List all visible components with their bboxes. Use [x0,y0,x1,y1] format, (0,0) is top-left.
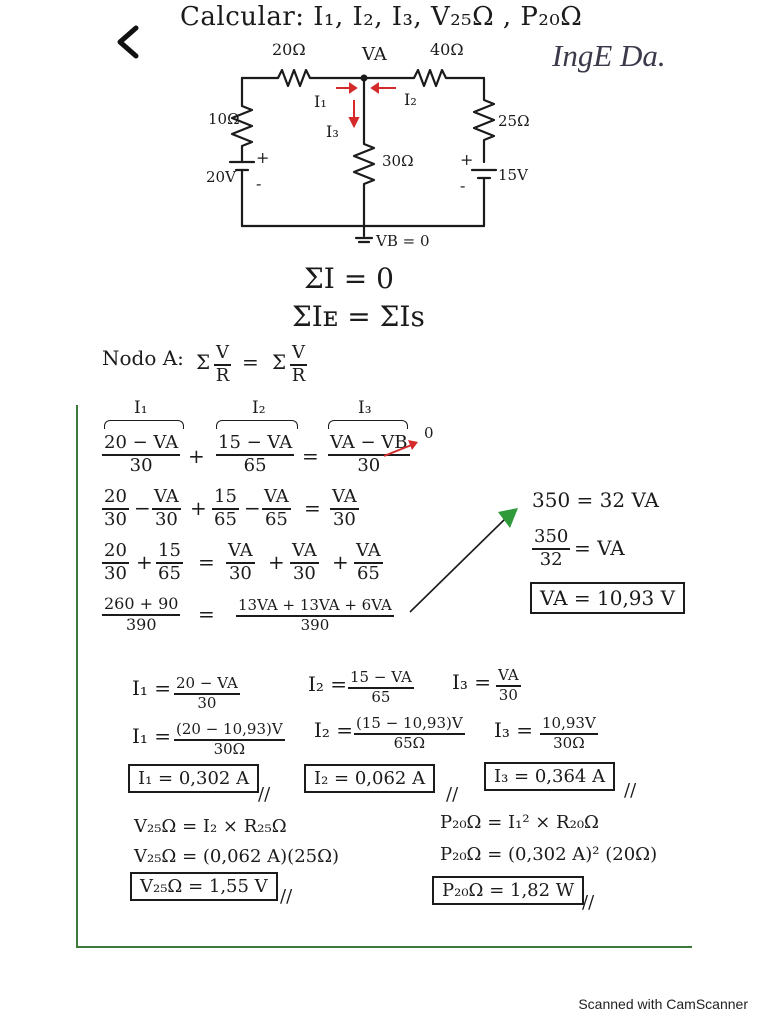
i2-sub-lhs: I₂ = [314,718,354,742]
brace-i1 [104,420,184,429]
vb-zero-note: 0 [424,424,434,442]
row2-op3: − [244,496,261,520]
row2-eq: = [304,496,321,520]
brand-watermark: IngE Da. [552,38,666,73]
current-i3-label: I₃ [326,122,339,141]
row2-op2: + [190,496,207,520]
current-i1-label: I₁ [314,92,327,111]
sum-symbol-2: Σ [272,350,287,374]
vb-strike-arrow [383,440,418,457]
sum-symbol: Σ [196,350,211,374]
circuit-diagram [228,68,498,244]
source-15v-plus: + [460,150,474,169]
p20-result-box: P₂₀Ω = 1,82 W [432,876,585,905]
va-result-box: VA = 10,93 V [530,582,686,614]
back-button[interactable] [108,20,152,64]
source-20v-minus: - [256,174,262,193]
chevron-left-icon [117,25,139,59]
i3-formula-lhs: I₃ = [452,670,492,694]
i3-result-box: I₃ = 0,364 A [484,762,616,791]
resistor-20-label: 20Ω [272,40,306,59]
row2-op1: − [134,496,151,520]
resistor-10-label: 10Ω [208,110,240,128]
v25-check-mark: // [280,886,293,907]
node-a-heading: Nodo A: [102,346,184,370]
row3-op2: + [268,550,285,574]
i2-formula-lhs: I₂ = [308,672,348,696]
row4-eq: = [198,602,215,626]
kcl-in-out-equation: ΣIᴇ = ΣIs [292,300,425,333]
resistor-40-label: 40Ω [430,40,464,59]
brace-label-i3: I₃ [358,398,372,418]
p20-check-mark: // [582,892,595,913]
equals-sign: = [242,350,259,374]
i2-result-box: I₂ = 0,062 A [304,764,436,793]
paper-edge-bottom [76,946,692,948]
i1-formula-lhs: I₁ = [132,676,172,700]
source-20v-label: 20V [206,168,236,186]
brace-label-i2: I₂ [252,398,266,418]
resistor-30-label: 30Ω [382,152,414,170]
v25-formula: V₂₅Ω = I₂ × R₂₅Ω [134,816,287,837]
v25-result-box: V₂₅Ω = 1,55 V [130,872,278,901]
i3-check-mark: // [624,780,637,801]
ground-label: VB = 0 [376,232,430,250]
brace-i3 [328,420,408,429]
i1-sub-lhs: I₁ = [132,724,172,748]
v25-substitution: V₂₅Ω = (0,062 A)(25Ω) [134,846,340,867]
row3-op3: + [332,550,349,574]
green-arrow [409,508,518,613]
page-title: Calcular: I₁, I₂, I₃, V₂₅Ω , P₂₀Ω [180,2,583,32]
brace-label-i1: I₁ [134,398,148,418]
source-15v-minus: - [460,176,466,195]
row1-op1: + [188,444,205,468]
row1-eq: = [302,444,319,468]
current-i2-label: I₂ [404,90,417,109]
solution-eq-va: = VA [574,536,625,560]
source-20v-plus: + [256,148,270,167]
i1-result-box: I₁ = 0,302 A [128,764,260,793]
kcl-equation: ΣI = 0 [304,262,394,295]
scanner-watermark: Scanned with CamScanner [578,996,748,1012]
resistor-25-label: 25Ω [498,112,530,130]
brace-i2 [216,420,298,429]
i2-check-mark: // [446,784,459,805]
paper-edge-left [76,405,78,948]
row3-op1: + [136,550,153,574]
node-a-label: VA [362,44,387,65]
p20-formula: P₂₀Ω = I₁² × R₂₀Ω [440,812,599,833]
solution-line1: 350 = 32 VA [532,488,659,512]
i3-sub-lhs: I₃ = [494,718,534,742]
source-15v-label: 15V [498,166,528,184]
i1-check-mark: // [258,784,271,805]
p20-substitution: P₂₀Ω = (0,302 A)² (20Ω) [440,844,658,865]
row3-eq: = [198,550,215,574]
